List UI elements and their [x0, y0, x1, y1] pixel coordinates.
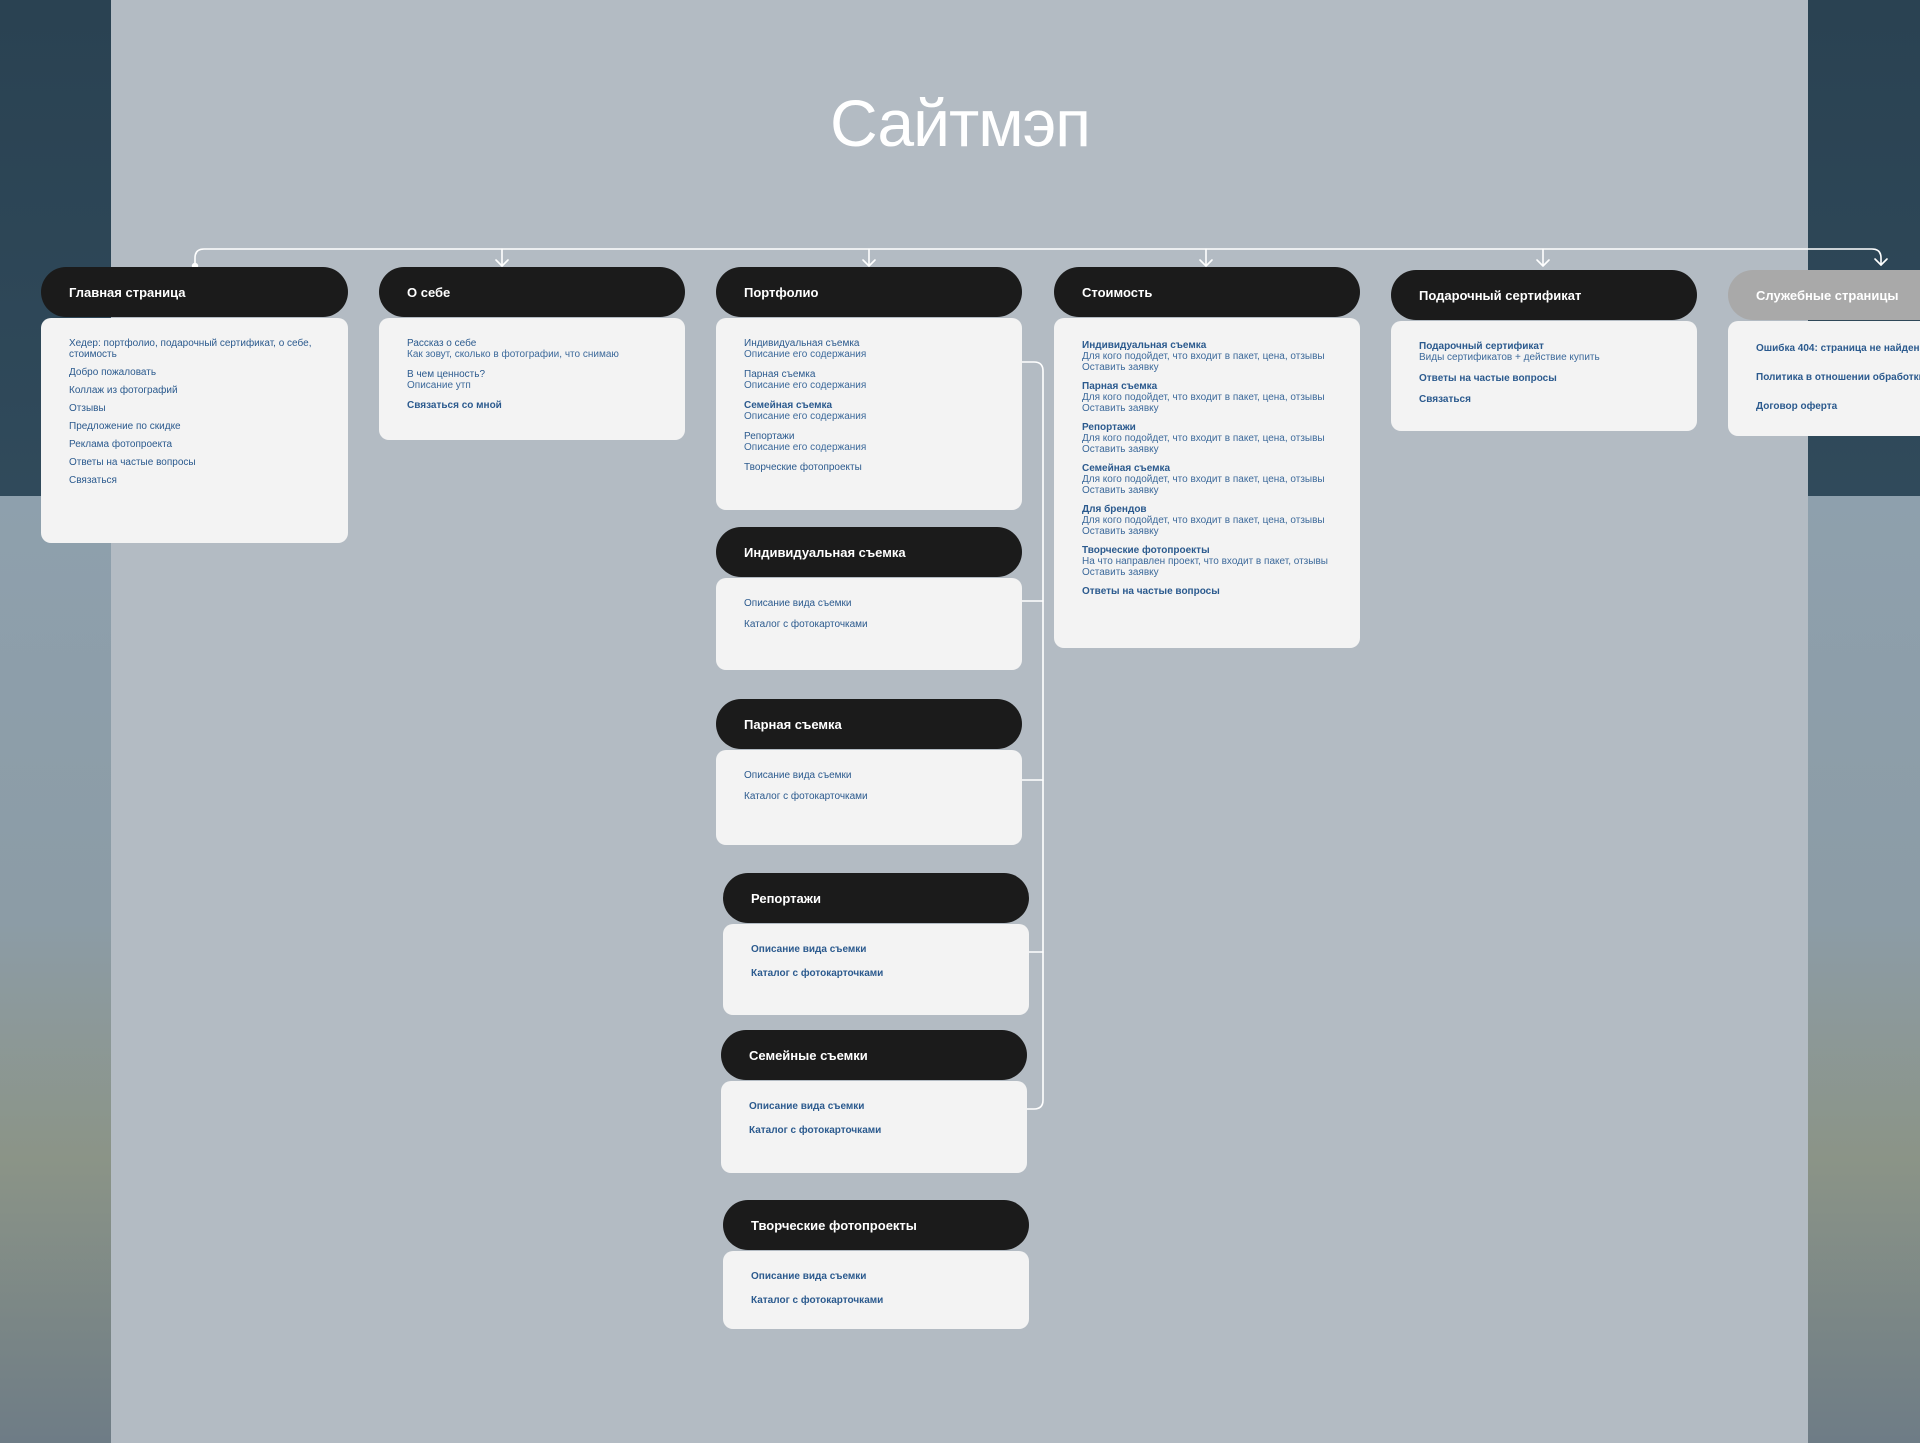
node-family-header[interactable]: Семейные съемки — [721, 1030, 1027, 1080]
node-gift-header[interactable]: Подарочный сертификат — [1391, 270, 1697, 320]
list-item[interactable]: Ответы на частые вопросы — [69, 457, 196, 468]
list-item[interactable]: Описание вида съемки — [744, 598, 852, 609]
list-item[interactable]: Ответы на частые вопросы — [1419, 373, 1557, 384]
node-about-card: Рассказ о себе Как зовут, сколько в фото… — [379, 318, 685, 440]
node-reports-header[interactable]: Репортажи — [723, 873, 1029, 923]
list-item[interactable]: Связаться со мной — [407, 400, 502, 411]
list-item[interactable]: Рассказ о себе Как зовут, сколько в фото… — [407, 338, 619, 360]
list-item[interactable]: В чем ценность? Описание утп — [407, 369, 486, 391]
list-item[interactable]: Отзывы — [69, 403, 106, 414]
node-portfolio-card: Индивидуальная съемка Описание его содер… — [716, 318, 1022, 510]
list-item[interactable]: Репортажи Для кого подойдет, что входит … — [1082, 422, 1325, 455]
list-item[interactable]: Описание вида съемки — [751, 1271, 867, 1282]
node-pair-header[interactable]: Парная съемка — [716, 699, 1022, 749]
list-item[interactable]: Творческие фотопроекты На что направлен … — [1082, 545, 1328, 578]
connector-arrow-service — [1874, 258, 1888, 266]
list-item[interactable]: Связаться — [1419, 394, 1471, 405]
node-gift-card: Подарочный сертификат Виды сертификатов … — [1391, 321, 1697, 431]
list-item[interactable]: Подарочный сертификат Виды сертификатов … — [1419, 341, 1600, 363]
connector-portfolio-spine — [1016, 361, 1044, 1110]
list-item[interactable]: Каталог с фотокарточками — [751, 1295, 884, 1306]
list-item[interactable]: Репортажи Описание его содержания — [744, 431, 867, 453]
list-item[interactable]: Творческие фотопроекты — [744, 462, 862, 473]
node-pricing-header[interactable]: Стоимость — [1054, 267, 1360, 317]
list-item[interactable]: Каталог с фотокарточками — [751, 968, 884, 979]
node-pair-card: Описание вида съемки Каталог с фотокарто… — [716, 750, 1022, 845]
node-service-card: Ошибка 404: страница не найдена Политика… — [1728, 321, 1920, 436]
node-individual-header[interactable]: Индивидуальная съемка — [716, 527, 1022, 577]
list-item[interactable]: Каталог с фотокарточками — [744, 791, 868, 802]
list-item[interactable]: Каталог с фотокарточками — [749, 1125, 882, 1136]
list-item[interactable]: Семейная съемка Описание его содержания — [744, 400, 867, 422]
node-individual-card: Описание вида съемки Каталог с фотокарто… — [716, 578, 1022, 670]
list-item[interactable]: Парная съемка Описание его содержания — [744, 369, 867, 391]
list-item[interactable]: Индивидуальная съемка Описание его содер… — [744, 338, 867, 360]
node-home-card: Хедер: портфолио, подарочный сертификат,… — [41, 318, 348, 543]
connector-arrow-gift — [1536, 259, 1550, 267]
node-portfolio-header[interactable]: Портфолио — [716, 267, 1022, 317]
node-creative-card: Описание вида съемки Каталог с фотокарто… — [723, 1251, 1029, 1329]
list-item[interactable]: Хедер: портфолио, подарочный сертификат,… — [69, 338, 312, 360]
node-service-header[interactable]: Служебные страницы — [1728, 270, 1920, 320]
node-about-header[interactable]: О себе — [379, 267, 685, 317]
node-pricing-card: Индивидуальная съемка Для кого подойдет,… — [1054, 318, 1360, 648]
list-item[interactable]: Семейная съемка Для кого подойдет, что в… — [1082, 463, 1325, 496]
list-item[interactable]: Индивидуальная съемка Для кого подойдет,… — [1082, 340, 1325, 373]
page-title: Сайтмэп — [830, 86, 1091, 160]
list-item[interactable]: Для брендов Для кого подойдет, что входи… — [1082, 504, 1325, 537]
node-reports-card: Описание вида съемки Каталог с фотокарто… — [723, 924, 1029, 1015]
list-item[interactable]: Ошибка 404: страница не найдена — [1756, 343, 1920, 354]
list-item[interactable]: Описание вида съемки — [744, 770, 852, 781]
list-item[interactable]: Каталог с фотокарточками — [744, 619, 868, 630]
list-item[interactable]: Договор оферта — [1756, 401, 1838, 412]
list-item[interactable]: Парная съемка Для кого подойдет, что вхо… — [1082, 381, 1325, 414]
list-item[interactable]: Добро пожаловать — [69, 367, 157, 378]
node-creative-header[interactable]: Творческие фотопроекты — [723, 1200, 1029, 1250]
node-home-header[interactable]: Главная страница — [41, 267, 348, 317]
list-item[interactable]: Политика в отношении обработки персональ… — [1756, 372, 1920, 383]
list-item[interactable]: Связаться — [69, 475, 117, 486]
connector-top-bar — [194, 248, 1882, 266]
list-item[interactable]: Описание вида съемки — [749, 1101, 865, 1112]
list-item[interactable]: Реклама фотопроекта — [69, 439, 173, 450]
list-item[interactable]: Коллаж из фотографий — [69, 385, 178, 396]
node-family-card: Описание вида съемки Каталог с фотокарто… — [721, 1081, 1027, 1173]
connector-arrow-about — [495, 259, 509, 267]
list-item[interactable]: Предложение по скидке — [69, 421, 181, 432]
connector-arrow-portfolio — [862, 259, 876, 267]
list-item[interactable]: Ответы на частые вопросы — [1082, 586, 1220, 597]
connector-arrow-pricing — [1199, 259, 1213, 267]
list-item[interactable]: Описание вида съемки — [751, 944, 867, 955]
